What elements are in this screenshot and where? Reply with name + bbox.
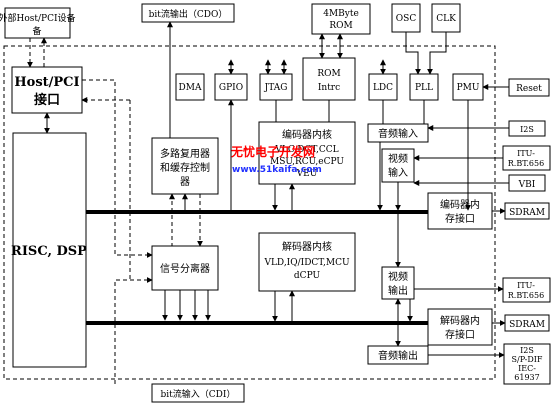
demux-block: 信号分离器 — [151, 245, 219, 291]
svg-text:输入: 输入 — [388, 166, 408, 179]
bit-output-box: bit流输出（CDO） — [141, 3, 235, 23]
svg-text:ROM: ROM — [317, 69, 340, 79]
svg-text:I2S: I2S — [520, 346, 534, 355]
svg-text:接口: 接口 — [34, 92, 60, 108]
svg-text:Host/PCI: Host/PCI — [14, 75, 79, 90]
svg-text:IEC-: IEC- — [518, 364, 536, 373]
svg-text:ROM: ROM — [329, 21, 352, 31]
svg-text:和缓存控制: 和缓存控制 — [160, 161, 210, 174]
watermark-text: 无忧电子开发网 — [230, 144, 315, 159]
gpio-block: GPIO — [214, 73, 248, 101]
svg-text:R.BT.656: R.BT.656 — [508, 159, 544, 168]
svg-text:输出: 输出 — [388, 284, 408, 297]
i2s-bottom-box: I2S S/P-DIF IEC- 61937 — [503, 343, 551, 385]
rom-4mbyte: 4MByte ROM — [311, 3, 371, 35]
svg-text:dCPU: dCPU — [294, 271, 321, 281]
dma-block: DMA — [175, 73, 205, 101]
decoder-memory-interface: 解码器内 存接口 — [427, 308, 493, 346]
i2s-top-box: I2S — [508, 120, 546, 137]
svg-text:编码器内核: 编码器内核 — [282, 128, 332, 141]
svg-text:解码器内核: 解码器内核 — [282, 240, 332, 253]
svg-text:VBI: VBI — [518, 180, 536, 190]
svg-text:LDC: LDC — [373, 83, 393, 93]
reset-box: Reset — [508, 78, 550, 97]
svg-text:音频输出: 音频输出 — [378, 349, 418, 362]
svg-text:解码器内: 解码器内 — [440, 314, 480, 327]
svg-text:外部Host/PCI设备: 外部Host/PCI设备 — [0, 12, 76, 24]
osc-box: OSC — [391, 3, 421, 33]
svg-text:GPIO: GPIO — [219, 83, 243, 93]
svg-text:SDRAM: SDRAM — [509, 320, 545, 330]
svg-text:S/P-DIF: S/P-DIF — [512, 355, 543, 364]
svg-text:视频: 视频 — [388, 152, 408, 165]
bit-input-box: bit流输入（CDI） — [151, 383, 245, 403]
video-output-block: 视频 输出 — [381, 266, 415, 300]
svg-text:Reset: Reset — [516, 84, 542, 94]
svg-text:MSU,RCU,eCPU: MSU,RCU,eCPU — [270, 157, 344, 167]
svg-text:Intrc: Intrc — [318, 83, 340, 93]
host-pci-interface: Host/PCI 接口 — [11, 66, 83, 114]
audio-input-block: 音频输入 — [367, 123, 429, 143]
encoder-memory-interface: 编码器内 存接口 — [427, 192, 493, 230]
itu-bottom-box: ITU- R.BT.656 — [502, 277, 551, 303]
svg-text:VLD,IQ/IDCT,MCU: VLD,IQ/IDCT,MCU — [263, 258, 349, 268]
svg-text:SDRAM: SDRAM — [509, 208, 545, 218]
pll-block: PLL — [409, 73, 439, 101]
svg-text:R.BT.656: R.BT.656 — [508, 291, 544, 300]
svg-text:器: 器 — [180, 176, 190, 188]
svg-text:VLC,DCT,CCL: VLC,DCT,CCL — [274, 145, 338, 155]
svg-text:多路复用器: 多路复用器 — [160, 147, 210, 160]
svg-text:bit流输出（CDO）: bit流输出（CDO） — [149, 8, 228, 20]
mux-cache-controller: 多路复用器 和缓存控制 器 — [151, 137, 219, 195]
svg-text:bit流输入（CDI）: bit流输入（CDI） — [161, 388, 236, 400]
svg-text:61937: 61937 — [514, 373, 539, 382]
chip-boundary — [3, 45, 496, 380]
svg-text:DMA: DMA — [179, 83, 202, 93]
vbi-box: VBI — [508, 174, 546, 192]
svg-text:存接口: 存接口 — [445, 328, 475, 341]
svg-text:备: 备 — [32, 25, 41, 37]
svg-text:CLK: CLK — [436, 14, 456, 24]
svg-text:PLL: PLL — [415, 83, 433, 93]
watermark-url: www.51kaifa.com — [232, 165, 322, 175]
decoder-core: 解码器内核 VLD,IQ/IDCT,MCU dCPU — [258, 232, 356, 292]
svg-text:RISC, DSP: RISC, DSP — [11, 244, 87, 259]
itu-top-box: ITU- R.BT.656 — [502, 145, 551, 171]
sdram-bottom-box: SDRAM — [504, 314, 550, 332]
svg-text:音频输入: 音频输入 — [378, 127, 418, 140]
svg-text:编码器内: 编码器内 — [440, 198, 480, 211]
risc-dsp-block: RISC, DSP — [11, 132, 87, 368]
svg-text:ITU-: ITU- — [517, 281, 535, 290]
pmu-block: PMU — [452, 73, 484, 101]
svg-text:OSC: OSC — [396, 14, 417, 24]
svg-text:存接口: 存接口 — [445, 212, 475, 225]
svg-text:VEU: VEU — [296, 169, 318, 179]
svg-text:信号分离器: 信号分离器 — [160, 262, 210, 275]
encoder-core: 编码器内核 VLC,DCT,CCL MSU,RCU,eCPU VEU — [258, 121, 356, 185]
video-input-block: 视频 输入 — [381, 148, 415, 183]
external-host-pci-device: 外部Host/PCI设备 备 — [0, 7, 76, 39]
svg-text:视频: 视频 — [388, 270, 408, 283]
svg-text:JTAG: JTAG — [264, 83, 288, 93]
sdram-top-box: SDRAM — [504, 202, 550, 220]
jtag-block: JTAG — [259, 73, 293, 101]
rom-intrc-block: ROM Intrc — [302, 57, 356, 101]
svg-text:PMU: PMU — [457, 83, 480, 93]
svg-text:ITU-: ITU- — [517, 149, 535, 158]
svg-text:4MByte: 4MByte — [323, 9, 359, 19]
clk-box: CLK — [431, 3, 461, 33]
ldc-block: LDC — [368, 73, 398, 101]
svg-text:I2S: I2S — [520, 125, 534, 134]
audio-output-block: 音频输出 — [367, 345, 429, 365]
